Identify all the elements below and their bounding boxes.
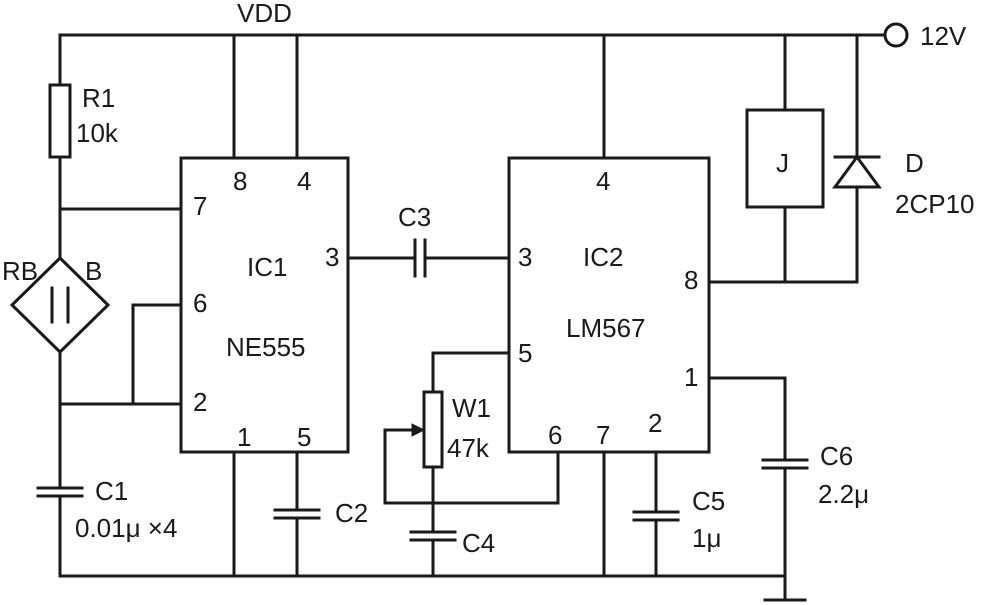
- c2-label: C2: [335, 498, 368, 528]
- ic1-chip: [179, 156, 350, 454]
- ic1-name: IC1: [247, 252, 287, 282]
- ground-rail: [58, 574, 807, 602]
- rb-sensor: [9, 255, 111, 355]
- b-label: B: [85, 256, 102, 286]
- supply-terminal: [883, 22, 909, 48]
- ic2-pin-3: 3: [518, 242, 532, 272]
- ic2-name: IC2: [583, 242, 623, 272]
- ic2-pin-2: 2: [648, 408, 662, 438]
- ic1-pin-1: 1: [237, 422, 251, 452]
- r1-value: 10k: [76, 118, 119, 148]
- supply-label: 12V: [920, 21, 967, 51]
- relay-coil: [745, 108, 825, 209]
- c2-capacitor: [273, 508, 321, 520]
- relay-label: J: [776, 148, 789, 178]
- ic1-pin-3: 3: [325, 242, 339, 272]
- ic1-pin-4: 4: [297, 166, 311, 196]
- ic1-pin-6: 6: [193, 288, 207, 318]
- c4-label: C4: [462, 528, 495, 558]
- c6-name: C6: [820, 441, 853, 471]
- ic1-pin-7: 7: [193, 191, 207, 221]
- ic1-wires: [232, 33, 299, 578]
- ic2-wires: [383, 33, 859, 578]
- w1-value: 47k: [447, 433, 490, 463]
- diode-name: D: [905, 148, 924, 178]
- ic1-part: NE555: [226, 332, 306, 362]
- c1-value: 0.01μ ×4: [75, 513, 177, 543]
- c5-value: 1μ: [692, 523, 721, 553]
- diode-symbol: [832, 154, 882, 189]
- c1-name: C1: [95, 476, 128, 506]
- c3-capacitor: [346, 238, 511, 278]
- c6-value: 2.2μ: [818, 479, 869, 509]
- r1-name: R1: [82, 83, 115, 113]
- ic2-part: LM567: [566, 313, 646, 343]
- diode-part: 2CP10: [895, 189, 975, 219]
- c1-capacitor: [36, 486, 84, 498]
- rb-label: RB: [2, 256, 38, 286]
- c6-capacitor: [761, 458, 809, 470]
- left-branch-wires: [58, 33, 183, 578]
- ic2-pin-6: 6: [548, 420, 562, 450]
- w1-name: W1: [452, 393, 491, 423]
- r1-resistor: [48, 83, 72, 159]
- ic2-pin-5: 5: [518, 338, 532, 368]
- c4-capacitor: [409, 530, 457, 542]
- ic2-chip: [507, 156, 711, 454]
- vdd-label: VDD: [237, 0, 292, 28]
- ic2-pin-7: 7: [596, 420, 610, 450]
- ic1-pin-8: 8: [233, 166, 247, 196]
- c5-name: C5: [692, 486, 725, 516]
- ic1-pin-2: 2: [193, 387, 207, 417]
- w1-potentiometer: [411, 390, 444, 469]
- c3-label: C3: [398, 202, 431, 232]
- ic1-pin-5: 5: [297, 422, 311, 452]
- ic2-pin-1: 1: [684, 362, 698, 392]
- supply-rail: [58, 22, 909, 48]
- ic2-pin-4: 4: [596, 166, 610, 196]
- c5-capacitor: [632, 510, 680, 522]
- ic2-pin-8: 8: [684, 265, 698, 295]
- relay-wires: [783, 33, 859, 284]
